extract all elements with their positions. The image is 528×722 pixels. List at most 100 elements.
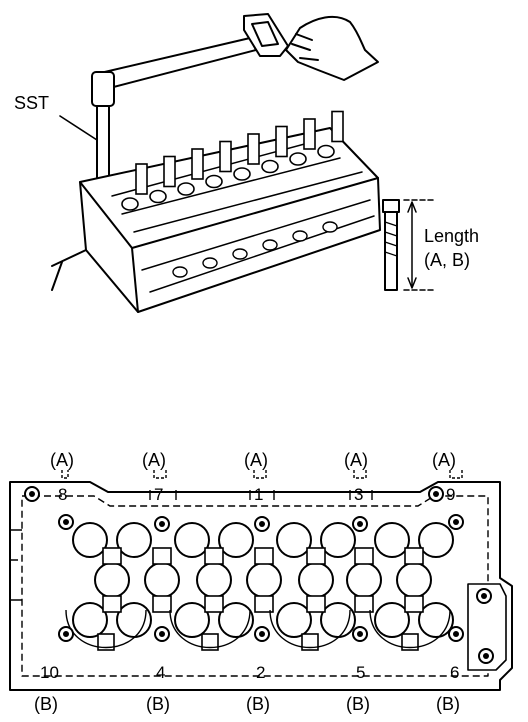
- bolt-hole-center: [259, 631, 265, 637]
- camshaft-journal: [346, 562, 382, 598]
- valve-circle-bottom: [374, 602, 410, 638]
- label-b-2: (B): [146, 694, 170, 714]
- bolt-number-6: 6: [450, 663, 459, 682]
- bolt-hole-center: [483, 653, 489, 659]
- lifter-block: [254, 595, 274, 613]
- leader-bracket: [61, 470, 69, 479]
- length-label: Length: [424, 226, 479, 246]
- bolt-hole-center: [29, 491, 35, 497]
- journal-hole: [261, 159, 279, 174]
- valve-stem: [191, 148, 204, 180]
- camshaft-journal: [94, 562, 130, 598]
- label-a-4: (A): [344, 450, 368, 470]
- bolt-hole-center: [159, 521, 165, 527]
- valve-circle-top: [174, 522, 210, 558]
- valve-circle-top: [116, 522, 152, 558]
- bolt-number-4: 4: [156, 663, 165, 682]
- head-journal-holes: [121, 110, 344, 278]
- port-arc: [65, 609, 147, 649]
- label-leaders: [61, 470, 463, 479]
- valve-stem: [247, 133, 260, 165]
- top-illustration: [51, 13, 437, 313]
- bolt-holes: [24, 486, 494, 664]
- port-arc: [269, 609, 351, 649]
- lifter-block: [152, 547, 172, 565]
- port-bump: [201, 633, 219, 651]
- lifter-block: [404, 547, 424, 565]
- leader-bracket: [353, 470, 367, 479]
- valve-circle-top: [218, 522, 254, 558]
- valve-circles: [65, 522, 454, 651]
- valve-circle-bottom: [116, 602, 152, 638]
- label-b-4: (B): [346, 694, 370, 714]
- bolt-hole-center: [481, 593, 487, 599]
- lifter-block: [102, 595, 122, 613]
- bolt-hole-center: [357, 521, 363, 527]
- sst-label: SST: [14, 93, 49, 113]
- port-bump: [401, 633, 419, 651]
- valve-circle-bottom: [218, 602, 254, 638]
- valve-circle-top: [418, 522, 454, 558]
- valve-circle-bottom: [418, 602, 454, 638]
- torque-wrench: [91, 13, 289, 107]
- port-hole: [322, 221, 338, 233]
- leader-bracket: [449, 470, 463, 479]
- bolt-hole-center: [433, 491, 439, 497]
- journal-hole: [177, 182, 195, 196]
- lifter-block: [354, 595, 374, 613]
- camshaft-journal: [246, 562, 282, 598]
- bolt-hole-center: [63, 631, 69, 637]
- journal-hole: [149, 189, 167, 204]
- lifter-block: [254, 547, 274, 565]
- lifter-block: [152, 595, 172, 613]
- port-arc: [169, 609, 251, 649]
- valve-circle-bottom: [320, 602, 356, 638]
- label-a-3: (A): [244, 450, 268, 470]
- lifter-block: [354, 547, 374, 565]
- journal-hole: [205, 174, 223, 189]
- length-ab-label: (A, B): [424, 250, 470, 270]
- label-b-5: (B): [436, 694, 460, 714]
- leader-bracket: [153, 470, 167, 479]
- port-hole: [232, 248, 248, 260]
- port-hole: [202, 257, 218, 269]
- bolt-hole-center: [259, 521, 265, 527]
- journal-hole: [121, 197, 139, 211]
- camshaft-journal: [298, 562, 334, 598]
- port-bump: [301, 633, 319, 651]
- port-bump: [97, 633, 115, 651]
- label-b-3: (B): [246, 694, 270, 714]
- lifter-block: [204, 547, 224, 565]
- valve-stem: [163, 155, 176, 188]
- leader-bracket: [253, 470, 267, 479]
- bolt-illustration: [382, 199, 437, 291]
- journal-hole: [317, 144, 335, 159]
- bolt-hole-center: [159, 631, 165, 637]
- bolt-number-8: 8: [58, 485, 67, 504]
- bolt-hole-center: [63, 519, 69, 525]
- camshaft-journal: [144, 562, 180, 598]
- lifter-block: [306, 595, 326, 613]
- journal-hole: [233, 167, 251, 181]
- sst-tool: [59, 105, 110, 197]
- valve-stem: [331, 110, 344, 143]
- bolt-number-5: 5: [356, 663, 365, 682]
- bolt-number-3: 3: [354, 485, 363, 504]
- hand-illustration: [285, 15, 379, 81]
- valve-circle-top: [276, 522, 312, 558]
- bolt-hole-center: [453, 519, 459, 525]
- label-b-1: (B): [34, 694, 58, 714]
- lifter-block: [306, 547, 326, 565]
- bolt-number-9: 9: [446, 485, 455, 504]
- bolt-number-1: 1: [254, 485, 263, 504]
- valve-circle-bottom: [72, 602, 108, 638]
- valve-stem: [135, 163, 148, 195]
- port-hole: [292, 230, 308, 242]
- camshaft-journal: [396, 562, 432, 598]
- valve-circle-top: [72, 522, 108, 558]
- valve-circle-top: [320, 522, 356, 558]
- lifter-block: [404, 595, 424, 613]
- valve-stem: [219, 140, 232, 173]
- lifter-block: [204, 595, 224, 613]
